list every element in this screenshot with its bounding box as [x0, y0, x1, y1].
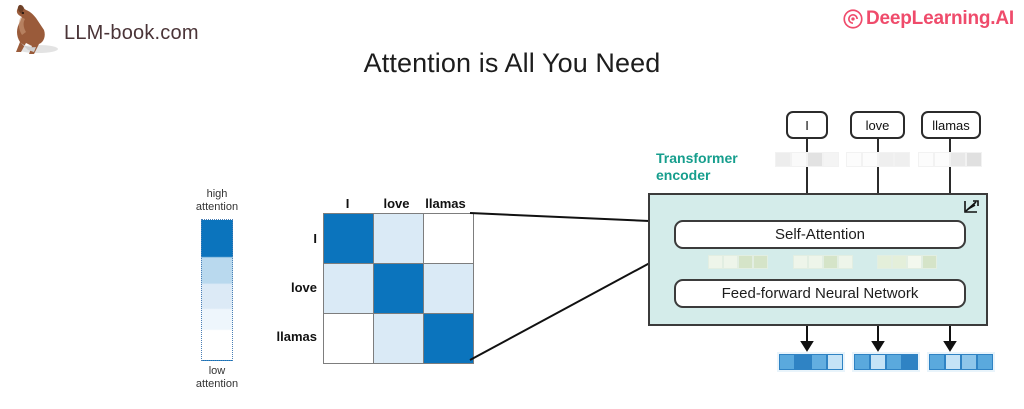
intermediate-cell [922, 255, 937, 269]
input-cell [878, 152, 894, 167]
matrix-cell-2-0[interactable] [323, 313, 374, 364]
input-cell [918, 152, 934, 167]
matrix-cell-1-1[interactable] [373, 263, 424, 314]
output-vector-2 [927, 352, 995, 372]
output-cell [811, 354, 827, 370]
matrix-cell-2-2[interactable] [423, 313, 474, 364]
output-cell [902, 354, 918, 370]
output-cell [929, 354, 945, 370]
output-vector-0 [777, 352, 845, 372]
output-cell [779, 354, 795, 370]
matrix-row-label-2: llamas [276, 329, 317, 344]
encoder-label-line2: encoder [656, 167, 711, 183]
input-cell [846, 152, 862, 167]
matrix-cell-1-2[interactable] [423, 263, 474, 314]
intermediate-vector-2 [877, 255, 937, 269]
intermediate-cell [808, 255, 823, 269]
legend-low-label: low attention [186, 365, 248, 391]
intermediate-vector-1 [793, 255, 853, 269]
token-label-0: I [805, 117, 809, 133]
self-attention-block[interactable]: Self-Attention [674, 220, 966, 249]
output-cell [795, 354, 811, 370]
output-cell [961, 354, 977, 370]
input-vector-1 [846, 152, 910, 167]
matrix-row-label-0: I [313, 231, 317, 246]
feed-forward-label: Feed-forward Neural Network [721, 285, 919, 302]
attention-matrix [323, 213, 474, 364]
brand-right-text: DeepLearning.AI [866, 8, 1014, 29]
input-cell [934, 152, 950, 167]
matrix-cell-0-1[interactable] [373, 213, 424, 264]
feed-forward-block[interactable]: Feed-forward Neural Network [674, 279, 966, 308]
table-row [323, 313, 474, 364]
output-cell [827, 354, 843, 370]
input-vector-2 [918, 152, 982, 167]
intermediate-cell [838, 255, 853, 269]
matrix-cell-2-1[interactable] [373, 313, 424, 364]
table-row [323, 213, 474, 264]
intermediate-cell [723, 255, 738, 269]
table-row [323, 263, 474, 314]
intermediate-vector-0 [708, 255, 768, 269]
output-vector-1 [852, 352, 920, 372]
token-box-2[interactable]: llamas [921, 111, 981, 139]
transformer-encoder-box: Self-Attention Feed-fo [648, 193, 988, 326]
output-cell [945, 354, 961, 370]
brand-right: DeepLearning.AI [843, 8, 1014, 30]
self-attention-label: Self-Attention [774, 226, 866, 243]
legend-low-line1: low [208, 365, 226, 377]
transformer-encoder-label: Transformer encoder [656, 150, 738, 184]
brand-left: LLM-book.com [8, 2, 199, 64]
matrix-col-label-0: I [345, 196, 350, 211]
token-label-1: love [865, 117, 890, 133]
intermediate-cell [892, 255, 907, 269]
input-cell [966, 152, 982, 167]
brand-left-text: LLM-book.com [64, 21, 199, 44]
intermediate-cell [877, 255, 892, 269]
attention-legend: high attention low attention [186, 188, 248, 391]
legend-gradient-bar [201, 219, 233, 361]
kangaroo-logo-icon [8, 2, 60, 64]
input-cell [775, 152, 791, 167]
output-cell [854, 354, 870, 370]
input-cell [950, 152, 966, 167]
input-cell [791, 152, 807, 167]
legend-low-line2: attention [195, 378, 239, 390]
intermediate-cell [907, 255, 922, 269]
matrix-cell-1-0[interactable] [323, 263, 374, 314]
intermediate-cell [708, 255, 723, 269]
legend-high-label: high attention [186, 188, 248, 214]
matrix-row-label-1: love [290, 280, 317, 295]
token-box-0[interactable]: I [786, 111, 828, 139]
intermediate-vectors [708, 255, 958, 269]
intermediate-cell [793, 255, 808, 269]
intermediate-cell [753, 255, 768, 269]
input-vector-0 [775, 152, 839, 167]
token-box-1[interactable]: love [850, 111, 905, 139]
legend-high-line2: attention [195, 201, 239, 213]
output-cell [870, 354, 886, 370]
matrix-col-label-2: llamas [425, 196, 466, 211]
intermediate-cell [738, 255, 753, 269]
encoder-label-line1: Transformer [656, 150, 738, 166]
matrix-cell-0-2[interactable] [423, 213, 474, 264]
input-cell [823, 152, 839, 167]
legend-high-line1: high [206, 188, 228, 200]
input-cell [807, 152, 823, 167]
expand-arrows-icon[interactable] [962, 198, 982, 216]
matrix-cell-0-0[interactable] [323, 213, 374, 264]
page-title: Attention is All You Need [363, 48, 661, 78]
intermediate-cell [823, 255, 838, 269]
deeplearning-ai-mark-icon [843, 9, 863, 29]
output-cell [977, 354, 993, 370]
matrix-col-label-1: love [383, 196, 410, 211]
input-cell [894, 152, 910, 167]
token-label-2: llamas [932, 117, 970, 133]
input-cell [862, 152, 878, 167]
output-cell [886, 354, 902, 370]
